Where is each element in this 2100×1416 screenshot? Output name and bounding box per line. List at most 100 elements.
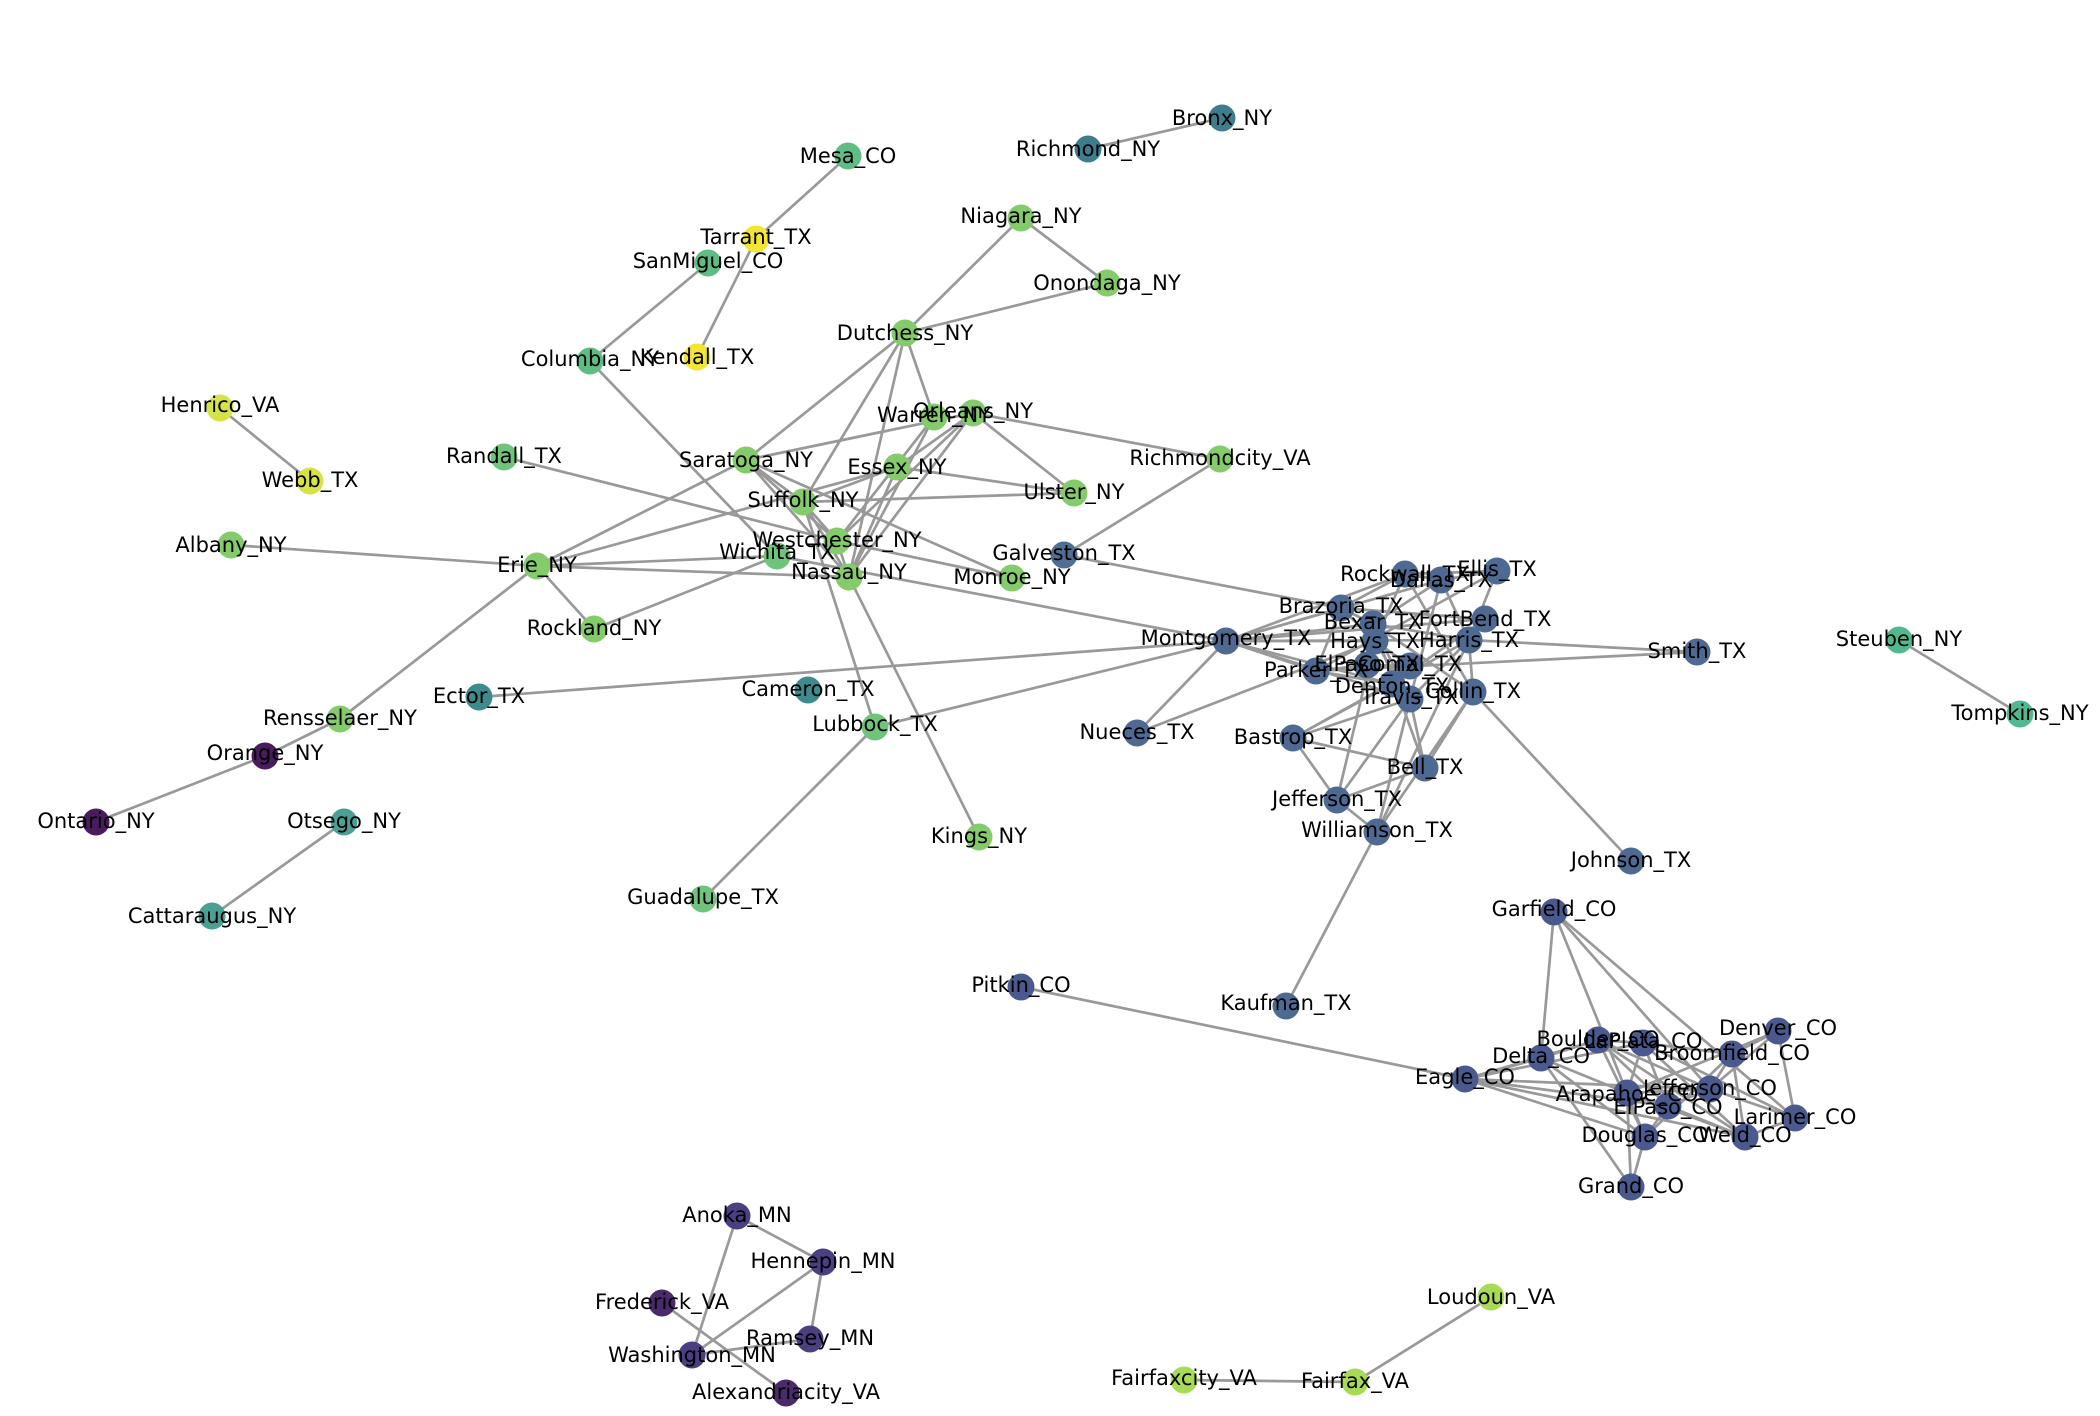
edge-garfield-co-delta-co (1539, 911, 1556, 1059)
node-label-grand-co: Grand_CO (1578, 1174, 1684, 1199)
node-label-smith-tx: Smith_TX (1648, 639, 1747, 664)
node-label-elpaso-tx: ElPaso_TX (1314, 652, 1419, 677)
node-sanmiguel-co (694, 249, 722, 277)
node-alexandriacity-va (772, 1379, 800, 1407)
edge-anoka-mn-hennepin-mn (736, 1214, 824, 1264)
node-ontario-ny (82, 808, 110, 836)
edge-steuben-ny-tompkins-ny (1898, 638, 2021, 716)
node-label-parker-tx: Parker_TX (1264, 658, 1368, 683)
node-denton-tx (1378, 670, 1406, 698)
node-label-kendall-tx: Kendall_TX (640, 345, 755, 370)
node-label-collin-tx: Collin_TX (1425, 679, 1521, 704)
edge-essex-ny-erie-ny (536, 465, 898, 568)
node-steuben-ny (1885, 626, 1913, 654)
edge-broomfield-co-douglas-co (1644, 1053, 1733, 1138)
edge-broomfield-co-weld-co (1730, 1053, 1747, 1138)
node-hennepin-mn (809, 1248, 837, 1276)
edge-rockwall-tx-collin-tx (1403, 573, 1475, 693)
node-fairfax-va (1341, 1368, 1369, 1396)
node-label-onondaga-ny: Onondaga_NY (1033, 271, 1181, 296)
node-nassau-ny (835, 563, 863, 591)
node-label-wichita-tx: Wichita_TX (719, 540, 835, 565)
node-label-nueces-tx: Nueces_TX (1079, 720, 1194, 745)
node-label-hays-tx: Hays_TX (1330, 629, 1420, 654)
node-tarrant-tx (742, 225, 770, 253)
node-label-jefferson-co: Jefferson_CO (1641, 1076, 1777, 1101)
edge-williamson-tx-kaufman-tx (1284, 831, 1379, 1007)
node-label-mesa-co: Mesa_CO (800, 144, 897, 169)
node-label-kaufman-tx: Kaufman_TX (1220, 991, 1351, 1016)
node-laplata-co (1629, 1029, 1657, 1057)
node-rockland-ny (580, 615, 608, 643)
node-label-anoka-mn: Anoka_MN (682, 1203, 792, 1228)
node-label-cattaraugus-ny: Cattaraugus_NY (128, 904, 296, 929)
node-cattaraugus-ny (198, 902, 226, 930)
edge-boulder-co-jefferson-co (1597, 1038, 1711, 1091)
edge-fairfaxcity-va-fairfax-va (1183, 1378, 1356, 1384)
edge-suffolk-ny-lubbock-tx (801, 501, 877, 728)
node-label-orange-ny: Orange_NY (207, 741, 324, 766)
node-label-steuben-ny: Steuben_NY (1836, 627, 1963, 652)
node-label-laplata-co: LaPlata_CO (1584, 1029, 1703, 1054)
node-label-hennepin-mn: Hennepin_MN (750, 1249, 895, 1274)
edge-montgomery-tx-rockwall-tx (1225, 572, 1406, 643)
node-randall-tx (490, 443, 518, 471)
edge-montgomery-tx-nueces-tx (1136, 640, 1227, 734)
node-label-tarrant-tx: Tarrant_TX (699, 225, 811, 250)
node-label-webb-tx: Webb_TX (262, 468, 359, 493)
edge-essex-ny-suffolk-ny (802, 465, 898, 504)
node-parker-tx (1302, 657, 1330, 685)
edge-elpaso-co-weld-co (1667, 1104, 1746, 1139)
edge-garfield-co-jefferson-co (1552, 911, 1712, 1090)
edge-bexar-tx-harris-tx (1372, 622, 1470, 642)
node-label-henrico-va: Henrico_VA (161, 393, 280, 418)
node-label-albany-ny: Albany_NY (175, 533, 286, 558)
edge-dutchess-ny-nassau-ny (847, 332, 907, 578)
node-jefferson-tx (1323, 786, 1351, 814)
edge-travis-tx-williamson-tx (1375, 698, 1412, 833)
node-williamson-tx (1363, 818, 1391, 846)
edge-collin-tx-johnson-tx (1472, 691, 1632, 862)
edge-ector-tx-montgomery-tx (478, 639, 1227, 699)
node-label-alexandriacity-va: Alexandriacity_VA (692, 1380, 881, 1405)
edge-dutchess-ny-saratoga-ny (745, 331, 906, 462)
node-larimer-co (1781, 1104, 1809, 1132)
node-fortbend-tx (1471, 605, 1499, 633)
node-ramsey-mn (796, 1325, 824, 1353)
node-label-galveston-tx: Galveston_TX (992, 541, 1135, 566)
edge-saratoga-ny-monroe-ny (745, 458, 1013, 580)
node-hays-tx (1361, 627, 1389, 655)
node-label-columbia-ny: Columbia_NY (521, 347, 659, 372)
node-fairfaxcity-va (1170, 1366, 1198, 1394)
edge-niagara-ny-onondaga-ny (1020, 216, 1108, 285)
node-label-denton-tx: Denton_TX (1335, 674, 1450, 699)
node-eagle-co (1451, 1065, 1479, 1093)
node-label-monroe-ny: Monroe_NY (953, 565, 1070, 590)
node-label-rensselaer-ny: Rensselaer_NY (263, 706, 417, 731)
node-douglas-co (1631, 1123, 1659, 1151)
node-label-arapahoe-co: Arapahoe_CO (1556, 1082, 1699, 1107)
node-label-brazoria-tx: Brazoria_TX (1279, 594, 1404, 619)
node-rockwall-tx (1391, 560, 1419, 588)
node-weld-co (1731, 1123, 1759, 1151)
node-label-rockwall-tx: Rockwall_TX (1340, 562, 1470, 587)
node-label-richmond-ny: Richmond_NY (1016, 137, 1160, 162)
edge-orleans-ny-essex-ny (896, 411, 974, 469)
edge-bell-tx-jefferson-tx (1336, 766, 1426, 802)
node-label-richmondcity-va: Richmondcity_VA (1129, 446, 1311, 471)
edge-otsego-ny-cattaraugus-ny (211, 820, 345, 918)
node-kendall-tx (683, 343, 711, 371)
node-warren-ny (920, 403, 948, 431)
node-label-johnson-tx: Johnson_TX (1569, 848, 1691, 873)
edge-saratoga-ny-nassau-ny (744, 459, 851, 578)
edge-orleans-ny-ulster-ny (972, 411, 1075, 495)
node-label-dallas-tx: Dallas_TX (1390, 568, 1492, 593)
node-label-douglas-co: Douglas_CO (1582, 1123, 1709, 1148)
edge-erie-ny-wichita-tx (536, 554, 778, 568)
node-label-boulder-co: Boulder_CO (1537, 1027, 1660, 1052)
edge-galveston-tx-richmondcity-va (1063, 457, 1221, 557)
edge-montgomery-tx-fortbend-tx (1225, 617, 1486, 643)
edge-dutchess-ny-suffolk-ny (801, 332, 907, 503)
node-bell-tx (1411, 754, 1439, 782)
